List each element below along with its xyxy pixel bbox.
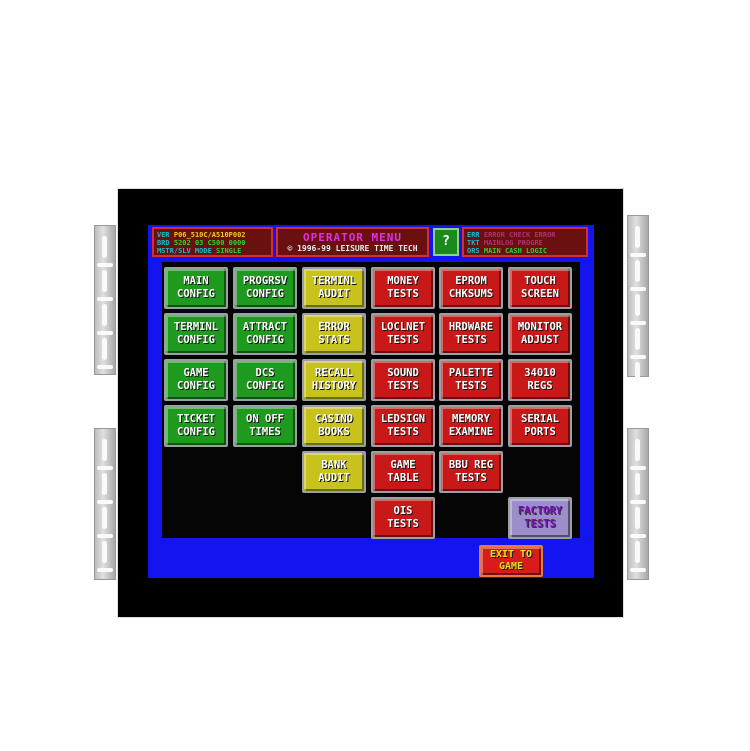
bracket-slot bbox=[630, 321, 646, 325]
error-stats-button[interactable]: ERROR STATS bbox=[302, 313, 366, 355]
bracket-slot bbox=[102, 507, 107, 529]
ois-tests-button[interactable]: OIS TESTS bbox=[371, 497, 435, 539]
money-tests-button[interactable]: MONEY TESTS bbox=[371, 267, 435, 309]
mode-value: SINGLE bbox=[216, 247, 242, 255]
bracket-slot bbox=[635, 328, 640, 350]
bracket-slot bbox=[97, 500, 113, 504]
bracket-slot bbox=[102, 473, 107, 495]
bracket-slot bbox=[635, 473, 640, 495]
sound-tests-button[interactable]: SOUND TESTS bbox=[371, 359, 435, 401]
brd-label: BRD bbox=[157, 239, 170, 247]
err-value: ERROR CHECK ERROR bbox=[483, 231, 556, 239]
bracket-slot bbox=[635, 362, 640, 384]
ors-label: ORS bbox=[467, 247, 480, 255]
bracket-slot bbox=[97, 331, 113, 335]
attract-config-button[interactable]: ATTRACT CONFIG bbox=[233, 313, 297, 355]
touch-screen-button[interactable]: TOUCH SCREEN bbox=[508, 267, 572, 309]
bracket-slot bbox=[102, 236, 107, 258]
bank-audit-button[interactable]: BANK AUDIT bbox=[302, 451, 366, 493]
game-config-button[interactable]: GAME CONFIG bbox=[164, 359, 228, 401]
progrsv-config-button[interactable]: PROGRSV CONFIG bbox=[233, 267, 297, 309]
bracket-slot bbox=[630, 568, 646, 572]
serial-ports-button[interactable]: SERIAL PORTS bbox=[508, 405, 572, 447]
right-top-mounting-bracket bbox=[627, 215, 649, 384]
bracket-slot bbox=[635, 541, 640, 563]
ver-label: VER bbox=[157, 231, 170, 239]
bracket-slot bbox=[635, 294, 640, 316]
bracket-slot bbox=[630, 500, 646, 504]
factory-tests-button[interactable]: FACTORY TESTS bbox=[508, 497, 572, 539]
copyright-text: © 1996-99 LEISURE TIME TECH bbox=[287, 244, 418, 253]
bracket-slot bbox=[635, 226, 640, 248]
help-button[interactable]: ? bbox=[433, 228, 459, 256]
loclnet-tests-button[interactable]: LOCLNET TESTS bbox=[371, 313, 435, 355]
terminl-audit-button[interactable]: TERMINL AUDIT bbox=[302, 267, 366, 309]
bracket-slot bbox=[635, 260, 640, 282]
mode-label: MSTR/SLV MODE bbox=[157, 247, 212, 255]
bracket-slot bbox=[102, 338, 107, 360]
left-bottom-mounting-bracket bbox=[94, 428, 116, 580]
bracket-slot bbox=[630, 534, 646, 538]
bbu-reg-tests-button[interactable]: BBU REG TESTS bbox=[439, 451, 503, 493]
ver-value: P06_510C/A510P002 bbox=[173, 231, 246, 239]
hrdware-tests-button[interactable]: HRDWARE TESTS bbox=[439, 313, 503, 355]
bracket-slot bbox=[97, 466, 113, 470]
ticket-config-button[interactable]: TICKET CONFIG bbox=[164, 405, 228, 447]
memory-examine-button[interactable]: MEMORY EXAMINE bbox=[439, 405, 503, 447]
page-title: OPERATOR MENU bbox=[302, 231, 403, 244]
monitor-adjust-button[interactable]: MONITOR ADJUST bbox=[508, 313, 572, 355]
dcs-config-button[interactable]: DCS CONFIG bbox=[233, 359, 297, 401]
bracket-slot bbox=[630, 253, 646, 257]
title-box: OPERATOR MENU © 1996-99 LEISURE TIME TEC… bbox=[276, 227, 429, 257]
bracket-slot bbox=[630, 355, 646, 359]
casino-books-button[interactable]: CASINO BOOKS bbox=[302, 405, 366, 447]
bracket-slot bbox=[102, 304, 107, 326]
bracket-slot bbox=[102, 541, 107, 563]
bracket-slot bbox=[630, 466, 646, 470]
tkt-value: MAINLOG PROGRE bbox=[483, 239, 543, 247]
tkt-label: TKT bbox=[467, 239, 480, 247]
eprom-chksums-button[interactable]: EPROM CHKSUMS bbox=[439, 267, 503, 309]
game-table-button[interactable]: GAME TABLE bbox=[371, 451, 435, 493]
version-info-box: VER P06_510C/A510P002 BRD 5202 03 C500 0… bbox=[152, 227, 273, 257]
on-off-times-button[interactable]: ON OFF TIMES bbox=[233, 405, 297, 447]
right-bottom-mounting-bracket bbox=[627, 428, 649, 580]
bracket-slot bbox=[97, 263, 113, 267]
err-label: ERR bbox=[467, 231, 480, 239]
brd-value: 5202 03 C500 0000 bbox=[173, 239, 246, 247]
palette-tests-button[interactable]: PALETTE TESTS bbox=[439, 359, 503, 401]
main-config-button[interactable]: MAIN CONFIG bbox=[164, 267, 228, 309]
status-info-box: ERR ERROR CHECK ERROR TKT MAINLOG PROGRE… bbox=[462, 227, 588, 257]
bracket-slot bbox=[635, 507, 640, 529]
exit-to-game-button[interactable]: EXIT TO GAME bbox=[479, 545, 543, 577]
34010-regs-button[interactable]: 34010 REGS bbox=[508, 359, 572, 401]
bracket-slot bbox=[102, 270, 107, 292]
bracket-slot bbox=[97, 568, 113, 572]
terminl-config-button[interactable]: TERMINL CONFIG bbox=[164, 313, 228, 355]
bracket-slot bbox=[97, 534, 113, 538]
bracket-slot bbox=[97, 297, 113, 301]
bracket-slot bbox=[102, 439, 107, 461]
bracket-slot bbox=[97, 365, 113, 369]
bracket-slot bbox=[630, 287, 646, 291]
left-top-mounting-bracket bbox=[94, 225, 116, 375]
recall-history-button[interactable]: RECALL HISTORY bbox=[302, 359, 366, 401]
ledsign-tests-button[interactable]: LEDSIGN TESTS bbox=[371, 405, 435, 447]
bracket-slot bbox=[635, 439, 640, 461]
ors-value: MAIN CASH LOGIC bbox=[483, 247, 548, 255]
